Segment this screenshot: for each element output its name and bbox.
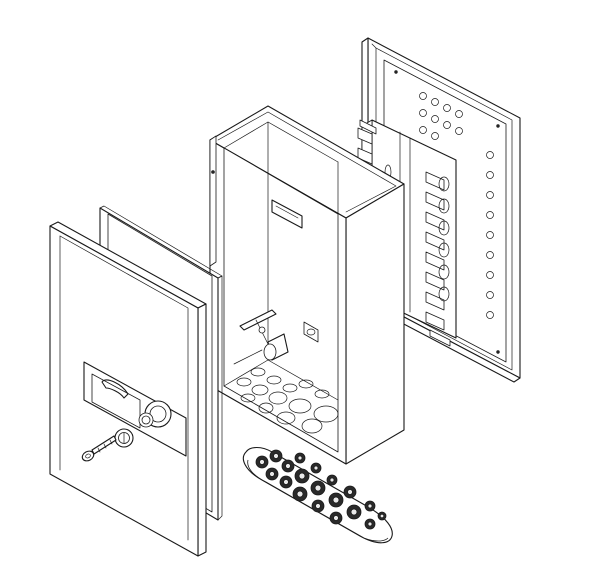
lock-bracket (233, 309, 289, 365)
cable-glands (255, 449, 387, 530)
enclosure-housing (209, 105, 405, 465)
label-window (83, 361, 187, 457)
mounting-holes (394, 70, 500, 354)
cable-gland-plate (242, 446, 393, 544)
door-lock-key (81, 435, 117, 462)
lock-cylinder (114, 428, 134, 448)
front-door (49, 221, 207, 557)
floor-knockouts (236, 367, 339, 434)
